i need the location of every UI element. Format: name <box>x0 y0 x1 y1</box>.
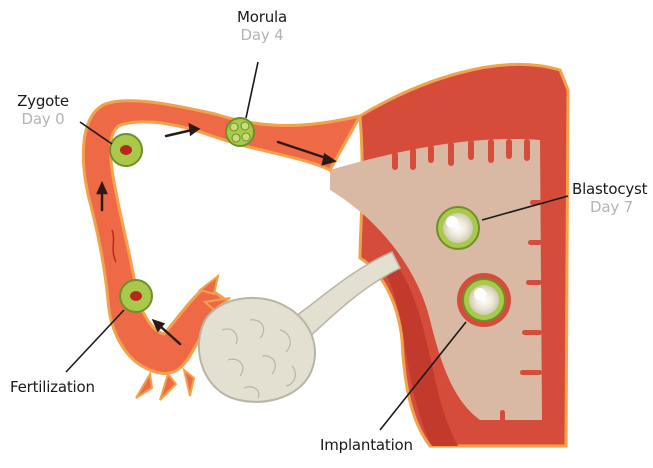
morula-cell <box>226 118 254 146</box>
fertilization-leader <box>66 310 124 372</box>
zygote-name: Zygote <box>10 92 76 110</box>
implantation-label: Implantation <box>320 436 413 454</box>
ovary <box>199 298 315 402</box>
blastocyst-cell <box>437 207 479 249</box>
blastocyst-name: Blastocyst <box>572 180 652 198</box>
zygote-label: Zygote Day 0 <box>10 92 76 128</box>
morula-day: Day 4 <box>232 26 292 44</box>
fertilization-cell <box>120 280 152 312</box>
morula-leader <box>246 62 258 118</box>
implantation-cell <box>457 273 511 327</box>
blastocyst-label: Blastocyst Day 7 <box>572 180 652 216</box>
zygote-cell <box>110 134 142 166</box>
blastocyst-day: Day 7 <box>572 198 652 216</box>
fertilization-label: Fertilization <box>10 378 95 396</box>
morula-name: Morula <box>232 8 292 26</box>
morula-label: Morula Day 4 <box>232 8 292 44</box>
zygote-day: Day 0 <box>10 110 76 128</box>
implantation-name: Implantation <box>320 436 413 454</box>
fertilization-name: Fertilization <box>10 378 95 396</box>
